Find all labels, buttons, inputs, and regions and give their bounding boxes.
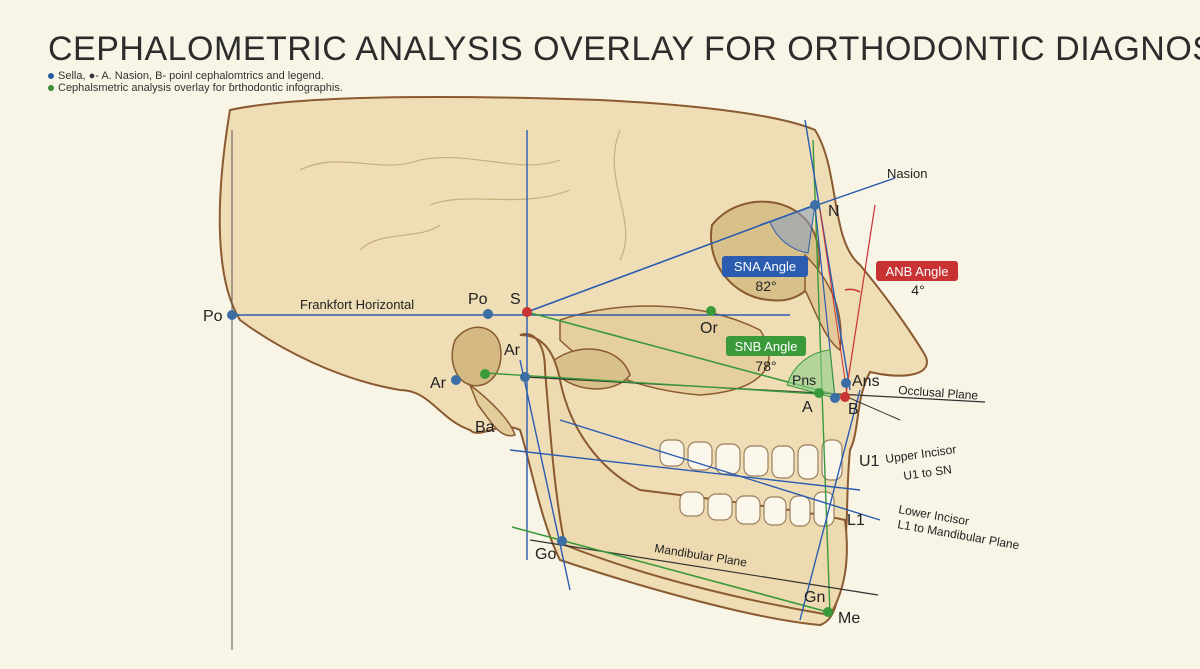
b-to-right-line [844, 395, 901, 421]
go-label: Go [535, 546, 556, 563]
landmark-labels: Po Po S Or Ar Ar Ba N Nasion Pns Ans A B… [203, 166, 927, 627]
s-label: S [510, 291, 521, 308]
nasal-cavity [804, 253, 842, 352]
ans-point [841, 378, 851, 388]
b-point [840, 392, 850, 402]
sna-angle-label: SNA Angle [734, 259, 796, 274]
anb-angle-badge: ANB Angle 4° [876, 261, 958, 298]
po-left-label: Po [203, 308, 223, 325]
incisor-vertical-line [799, 389, 861, 621]
ar-point [520, 372, 530, 382]
occlusal-plane-label: Occlusal Plane [898, 383, 979, 403]
sna-angle-value: 82° [755, 278, 776, 294]
sna-angle-badge: SNA Angle 82° [722, 256, 808, 294]
snb-badge-bg [726, 336, 806, 356]
snb-angle-wedge [786, 349, 836, 399]
blue-dot-icon [48, 73, 54, 80]
ar-to-a-line [484, 372, 821, 395]
nasion-label: Nasion [887, 166, 927, 181]
mandible [519, 333, 848, 617]
anb-badge-bg [876, 261, 958, 281]
ans-label: Ans [852, 373, 880, 390]
sna-badge-bg [722, 256, 808, 277]
lower-teeth [679, 491, 835, 527]
po-left-point [227, 310, 237, 320]
pns-label: Pns [792, 372, 816, 388]
snb-angle-badge: SNB Angle 78° [726, 336, 806, 374]
s-point [522, 307, 532, 317]
go-point [557, 536, 567, 546]
upper-teeth [659, 439, 843, 481]
landmark-points [227, 200, 851, 617]
green-dot-icon [48, 85, 54, 92]
legend-text: Cephalsmetric analysis overlay for ɓrtho… [58, 82, 343, 94]
po-label: Po [468, 291, 488, 308]
n-blue-line [804, 119, 851, 391]
legend-item: Sella, ●- A. Nasion, B- poinl cephalomtr… [48, 70, 324, 82]
a-label: A [802, 399, 813, 416]
po-point [483, 309, 493, 319]
ar-left-label: Ar [430, 375, 447, 392]
snb-angle-value: 78° [755, 358, 776, 374]
anb-angle-value: 4° [911, 282, 924, 298]
ba-label: Ba [475, 419, 495, 436]
page-title: CEPHALOMETRIC ANALYSIS OVERLAY FOR ORTHO… [48, 30, 1200, 68]
a-point [830, 393, 840, 403]
n-label: N [828, 203, 840, 220]
or-point [706, 306, 716, 316]
frankfort-horizontal-label: Frankfort Horizontal [300, 297, 414, 312]
u1-to-sn-label: U1 to SN [902, 462, 952, 483]
ba-point [480, 369, 490, 379]
ar-vertical-line [519, 359, 571, 591]
anb-line-2 [819, 209, 849, 401]
ar-left-point [451, 375, 461, 385]
ar-top-label: Ar [504, 342, 521, 359]
cranial-sutures [299, 129, 627, 261]
anb-angle-wedge [844, 288, 861, 293]
mandibular-plane-line [529, 539, 879, 596]
l1-label: L1 [847, 512, 865, 529]
upper-incisor-axis-line [509, 449, 861, 491]
me-label: Me [838, 610, 860, 627]
anb-line [844, 204, 876, 401]
b-label: B [848, 401, 859, 418]
legend-item: Cephalsmetric analysis overlay for ɓrtho… [48, 82, 343, 94]
or-label: Or [700, 320, 718, 337]
sna-angle-wedge [769, 204, 816, 254]
snb-angle-label: SNB Angle [735, 339, 798, 354]
me-point [823, 607, 833, 617]
lower-incisor-axis-line [559, 419, 881, 521]
mastoid-process [468, 382, 516, 437]
gn-label: Gn [804, 589, 825, 606]
n-point [810, 200, 820, 210]
anb-angle-label: ANB Angle [886, 264, 949, 279]
u1-label: U1 [859, 453, 880, 470]
legend-text: Sella, ●- A. Nasion, B- poinl cephalomtr… [58, 70, 324, 82]
pns-point [814, 388, 824, 398]
